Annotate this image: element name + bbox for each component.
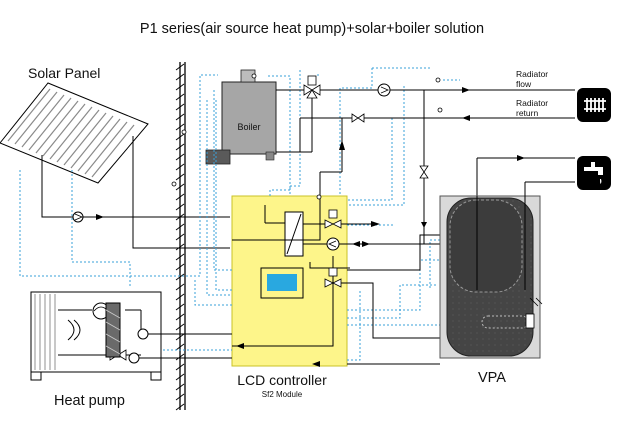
flow-arrows: [236, 87, 525, 367]
radiator-flow-label-line1: Radiator: [516, 69, 548, 79]
plate-heat-exchanger: [284, 211, 304, 257]
lcd-controller-label: LCD controller: [237, 372, 327, 388]
radiator-icon: [577, 88, 611, 122]
heat-pump-label: Heat pump: [54, 393, 125, 409]
check-valve: [351, 113, 365, 123]
vpa-tank: [439, 195, 543, 359]
module-label: Sf2 Module: [262, 390, 303, 399]
water-tap-icon: [577, 156, 611, 190]
radiator-return-label-line1: Radiator: [516, 98, 548, 108]
lcd-display-screen: [267, 274, 297, 291]
mixing-valve-upper: [324, 209, 342, 229]
diagram-title: P1 series(air source heat pump)+solar+bo…: [140, 21, 484, 37]
mixing-valve-lower: [324, 267, 342, 288]
bypass-valve: [419, 165, 429, 179]
solar-panel-label: Solar Panel: [28, 65, 100, 81]
boiler-label: Boiler: [237, 122, 260, 132]
radiator-flow-label-line2: flow: [516, 79, 532, 89]
radiator-return-label-line2: return: [516, 108, 538, 118]
boiler: [205, 69, 277, 165]
three-way-valve-top: [303, 75, 321, 99]
wall: [175, 62, 186, 411]
solar-panel: [0, 82, 149, 184]
piping: [232, 89, 575, 365]
controller-pump: [326, 237, 340, 251]
radiator-pump: [377, 83, 391, 97]
vpa-label: VPA: [478, 370, 506, 386]
heat-pump-unit: [30, 291, 162, 381]
